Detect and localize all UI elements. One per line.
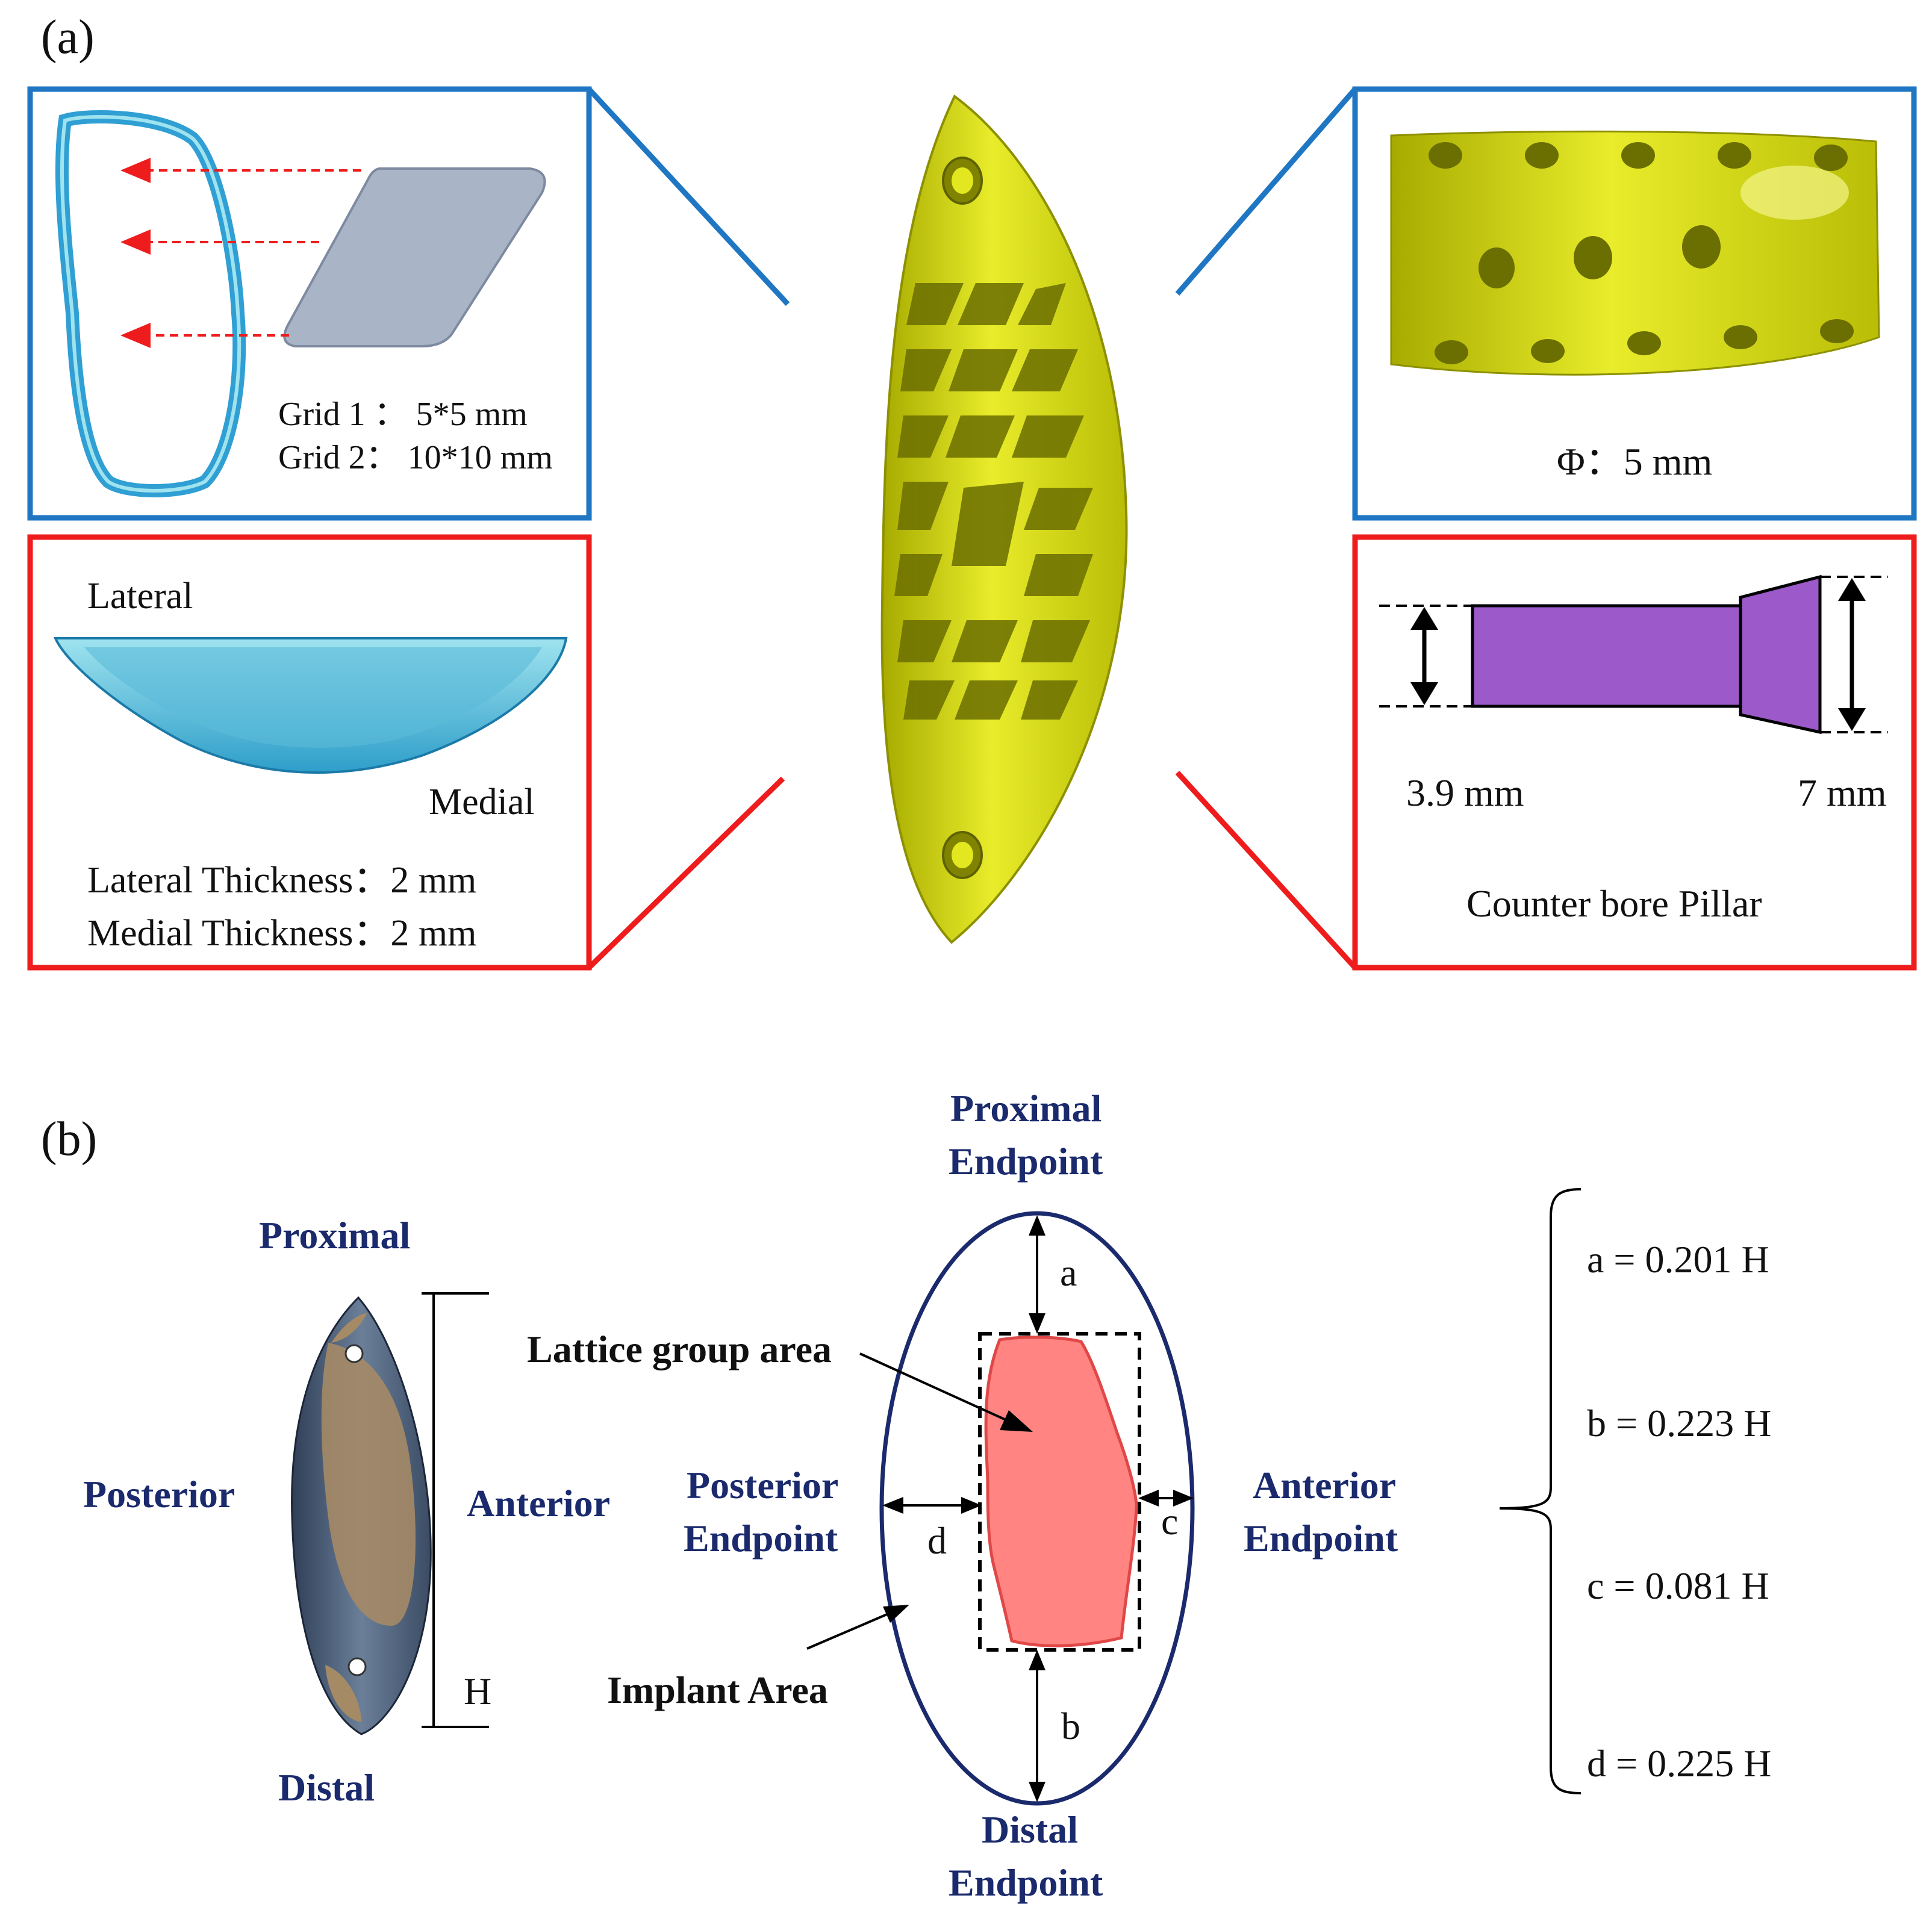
connector-line-bottom-left xyxy=(587,776,785,970)
proximal-endpoint-line2: Endpoint xyxy=(949,1140,1103,1183)
medial-label: Medial xyxy=(429,782,535,823)
pillar-detail-box xyxy=(1352,534,1917,971)
bone-proximal-label: Proximal xyxy=(259,1214,410,1257)
implant-area-label: Implant Area xyxy=(607,1669,828,1711)
bone-posterior-label: Posterior xyxy=(83,1473,235,1516)
bone-implant-model xyxy=(291,1296,432,1735)
equation-a: a = 0.201 H xyxy=(1587,1238,1769,1281)
connector-line-top-left xyxy=(587,87,790,306)
bone-distal-label: Distal xyxy=(278,1766,375,1809)
hole-diameter-label: Φ：5 mm xyxy=(1557,440,1712,483)
distal-endpoint-line1: Distal xyxy=(982,1808,1078,1851)
pillar-small-diameter-label: 3.9 mm xyxy=(1406,771,1524,814)
hole-detail-box xyxy=(1352,86,1917,521)
grid-1-label: Grid 1 ： 5*5 mm xyxy=(278,396,528,433)
lattice-bounding-box xyxy=(978,1332,1141,1652)
dim-d-label: d xyxy=(927,1519,947,1562)
distal-endpoint-line2: Endpoint xyxy=(949,1861,1103,1904)
implant-area-ellipse xyxy=(879,1211,1195,1806)
posterior-endpoint-line2: Endpoint xyxy=(684,1517,838,1560)
height-dimension xyxy=(422,1292,489,1728)
shell-outline-drawing xyxy=(55,110,246,497)
equation-b: b = 0.223 H xyxy=(1587,1402,1771,1445)
dim-c-label: c xyxy=(1161,1500,1178,1543)
perforated-surface xyxy=(1390,130,1880,376)
lattice-group-label: Lattice group area xyxy=(527,1328,832,1370)
posterior-endpoint-line1: Posterior xyxy=(687,1464,838,1507)
panel-a-label: (a) xyxy=(41,11,95,64)
connector-line-bottom-right xyxy=(1175,770,1357,970)
panel-b-label: (b) xyxy=(41,1113,97,1166)
equation-brace xyxy=(1499,1188,1581,1794)
equation-c: c = 0.081 H xyxy=(1587,1564,1769,1607)
height-label: H xyxy=(464,1670,491,1712)
anterior-endpoint-line1: Anterior xyxy=(1253,1464,1396,1507)
thickness-detail-box xyxy=(27,534,592,971)
pillar-drawing xyxy=(1379,574,1888,735)
dimension-arrows xyxy=(806,1215,1194,1802)
bone-screw-hole-bottom xyxy=(347,1657,367,1676)
grid-detail-box xyxy=(27,86,592,521)
equation-d: d = 0.225 H xyxy=(1587,1742,1771,1785)
connector-line-top-right xyxy=(1175,87,1357,296)
lateral-label: Lateral xyxy=(87,576,193,617)
dim-a-label: a xyxy=(1060,1251,1077,1294)
hole-pattern xyxy=(1429,142,1854,364)
anterior-endpoint-line2: Endpoint xyxy=(1244,1517,1398,1560)
pillar-caption: Counter bore Pillar xyxy=(1466,882,1762,925)
lateral-thickness-label: Lateral Thickness：2 mm xyxy=(87,860,476,901)
medial-thickness-label: Medial Thickness：2 mm xyxy=(87,913,476,954)
bone-screw-hole-top xyxy=(344,1344,364,1363)
grid-2-label: Grid 2： 10*10 mm xyxy=(278,439,553,476)
lattice-group-area xyxy=(984,1336,1138,1647)
implant-3d-model xyxy=(880,94,1128,944)
dim-b-label: b xyxy=(1061,1705,1080,1747)
bone-anterior-label: Anterior xyxy=(467,1482,610,1525)
proximal-endpoint-line1: Proximal xyxy=(950,1087,1102,1130)
pillar-large-diameter-label: 7 mm xyxy=(1798,771,1887,814)
projection-arrows xyxy=(120,158,361,348)
grid-rhombus-plate xyxy=(283,167,546,347)
lattice-openings xyxy=(894,283,1093,720)
